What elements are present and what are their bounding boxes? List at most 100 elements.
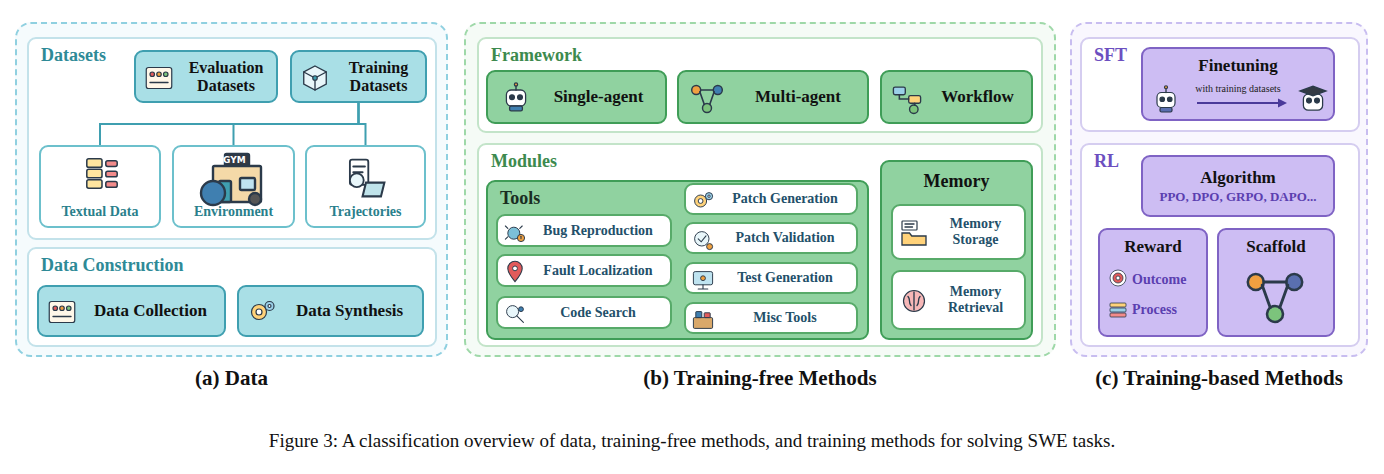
box-label: Multi-agent: [755, 87, 841, 106]
panel-label: (c) Training-based Methods: [1072, 367, 1366, 391]
box-label: Patch Validation: [735, 230, 834, 246]
box-label: Misc Tools: [753, 310, 816, 326]
box-label: Workflow: [941, 87, 1014, 106]
search-icon: [503, 302, 527, 326]
box-label: Data Synthesis: [296, 301, 403, 320]
memory-box: Memory Retrieval: [891, 270, 1026, 330]
box-label: Code Search: [560, 305, 636, 321]
board-icon: [47, 297, 77, 327]
box-label: Textual Data: [62, 204, 139, 220]
net-icon: [1243, 266, 1307, 330]
tool-box: Test Generation: [684, 262, 858, 294]
training-free-panel: (b) Training-free MethodsFrameworkSingle…: [464, 22, 1056, 357]
framework-box: Single-agent: [486, 70, 667, 124]
box-label: Data Collection: [94, 301, 207, 320]
group-title: Datasets: [41, 45, 106, 65]
monitor-icon: [691, 268, 715, 292]
framework-box: Multi-agent: [677, 70, 869, 124]
box-label: Fault Localization: [543, 263, 652, 279]
sft-group: SFT Finetuning with training datasets: [1080, 37, 1360, 132]
brain-icon: [899, 286, 929, 316]
box-sublabel: Outcome: [1132, 272, 1186, 288]
group-title: Memory: [882, 171, 1031, 191]
finetuning-box: Finetuning with training datasets: [1141, 47, 1335, 121]
tool-box: Misc Tools: [684, 302, 858, 334]
box-label: Test Generation: [737, 270, 833, 286]
modules-group: ModulesToolsBug ReproductionFault Locali…: [477, 143, 1043, 347]
panel-label: (b) Training-free Methods: [466, 367, 1054, 391]
tree-connector: [359, 103, 366, 145]
box-sublabel: Process: [1132, 302, 1177, 318]
box-label: Evaluation Datasets: [182, 59, 270, 95]
folder-icon: [899, 218, 929, 248]
net-icon: [689, 81, 725, 117]
grad-icon: [1297, 83, 1329, 115]
group-title: Modules: [491, 151, 557, 171]
pin-icon: [503, 260, 527, 284]
box-label: Bug Reproduction: [543, 223, 653, 239]
box-icon: [691, 308, 715, 332]
box-label: Scaffold: [1246, 237, 1306, 256]
check-icon: [691, 228, 715, 252]
scaffold-box: Scaffold: [1217, 228, 1335, 337]
box-sublabel: with training datasets: [1195, 83, 1281, 94]
box-label: Patch Generation: [732, 191, 837, 207]
tray-icon: [343, 155, 389, 201]
box-label: Finetuning: [1198, 56, 1277, 75]
data-type-box: Environment GYM: [172, 145, 295, 228]
robot-icon: [500, 82, 532, 114]
dataset-box: Training Datasets: [290, 50, 427, 103]
box-label: Reward: [1124, 237, 1182, 256]
box-label: Trajectories: [329, 204, 401, 220]
memory-group: MemoryMemory StorageMemory Retrieval: [880, 160, 1033, 340]
sign-label: GYM: [223, 155, 246, 165]
box-label: Environment: [194, 204, 273, 220]
tool-box: Patch Generation: [684, 183, 858, 215]
flow-icon: [890, 82, 924, 116]
group-title: Data Construction: [41, 255, 184, 275]
bug-icon: [503, 220, 527, 244]
target-icon: [1108, 268, 1128, 288]
group-title: Framework: [491, 45, 582, 65]
tree-connector: [234, 103, 359, 145]
training-based-panel: (c) Training-based MethodsSFTFinetuningw…: [1070, 22, 1368, 357]
box-label: Single-agent: [554, 87, 644, 106]
tool-box: Bug Reproduction: [496, 214, 672, 247]
framework-group: FrameworkSingle-agent Multi-agent Workflow: [477, 37, 1043, 133]
tool-box: Code Search: [496, 296, 672, 329]
tool-box: Patch Validation: [684, 222, 858, 254]
box-label: Memory Retrieval: [933, 284, 1018, 315]
tool-box: Fault Localization: [496, 254, 672, 287]
group-title: RL: [1094, 151, 1119, 171]
gear-icon: [691, 189, 715, 213]
box-label: Memory Storage: [933, 216, 1018, 247]
construction-box: Data Synthesis: [237, 285, 424, 337]
panel-label: (a) Data: [17, 367, 446, 391]
cube-icon: [300, 63, 330, 93]
tree-connector: [100, 103, 359, 145]
construction-group: Data ConstructionData Collection Data Syn…: [27, 247, 437, 347]
box-label: Algorithm: [1200, 168, 1276, 187]
construction-box: Data Collection: [37, 285, 226, 337]
figure-caption: Figure 3: A classification overview of d…: [0, 430, 1384, 452]
rl-group: RL AlgorithmPPO, DPO, GRPO, DAPO... Reward…: [1080, 143, 1360, 347]
reward-box: RewardOutcomeProcess: [1098, 228, 1208, 337]
datasets-group: DatasetsEvaluation Datasets Training Data…: [27, 37, 437, 240]
data-type-box: Textual Data: [39, 145, 161, 228]
stack-icon: [1108, 300, 1128, 320]
group-title: SFT: [1094, 45, 1127, 65]
db-icon: [83, 155, 121, 193]
gear-icon: [247, 297, 277, 327]
data-type-box: Trajectories: [305, 145, 426, 228]
box-label: Training Datasets: [338, 59, 419, 95]
dataset-box: Evaluation Datasets: [134, 50, 278, 103]
arrowr-icon: [1197, 97, 1287, 109]
algorithm-box: AlgorithmPPO, DPO, GRPO, DAPO...: [1141, 155, 1335, 217]
data-panel: (a) DataDatasetsEvaluation DatasetsTrain…: [15, 22, 448, 357]
tools-group: ToolsBug ReproductionFault LocalizationC…: [486, 180, 869, 340]
group-title: Tools: [500, 188, 540, 208]
memory-box: Memory Storage: [891, 204, 1026, 260]
board-icon: [144, 63, 174, 93]
robot-icon: [1151, 85, 1181, 115]
